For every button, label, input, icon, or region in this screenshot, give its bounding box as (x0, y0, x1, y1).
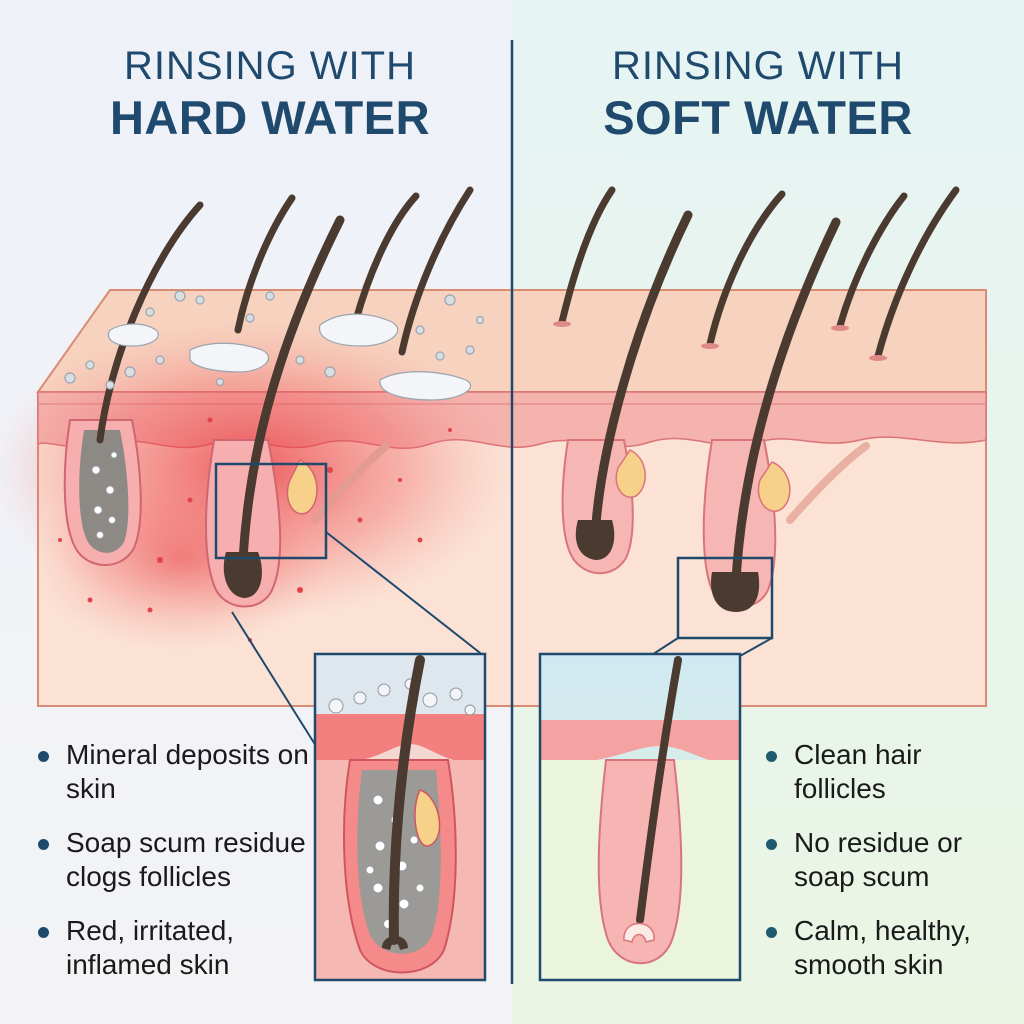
hard-water-effect-item: Mineral deposits on skin (36, 738, 326, 806)
soft-water-title-line2: SOFT WATER (603, 91, 913, 144)
soft-water-effect-item: Clean hair follicles (764, 738, 1014, 806)
hard-water-title-line1: RINSING WITH (124, 44, 416, 88)
soft-water-effects-list: Clean hair follicles No residue or soap … (764, 738, 1014, 1002)
soft-water-zoom-region (676, 556, 774, 640)
hard-water-follicle-1 (63, 419, 142, 566)
mineral-deposits (64, 290, 485, 401)
hard-water-effect-item: Red, irritated, inflamed skin (36, 914, 326, 982)
soft-water-effect-item: Calm, healthy, smooth skin (764, 914, 1014, 982)
soft-water-title-line1: RINSING WITH (612, 44, 904, 88)
soft-water-title: RINSING WITH SOFT WATER (528, 46, 988, 141)
soft-water-follicle-closeup (540, 654, 740, 980)
hard-water-follicle-closeup (315, 654, 485, 980)
hair-strand (96, 201, 204, 444)
soft-water-effect-item: No residue or soap scum (764, 826, 1014, 894)
hard-water-title: RINSING WITH HARD WATER (40, 46, 500, 141)
hard-water-title-line2: HARD WATER (109, 91, 431, 144)
hard-water-effects-list: Mineral deposits on skin Soap scum resid… (36, 738, 326, 1002)
hard-water-zoom-region (214, 462, 328, 560)
hard-water-effect-item: Soap scum residue clogs follicles (36, 826, 326, 894)
